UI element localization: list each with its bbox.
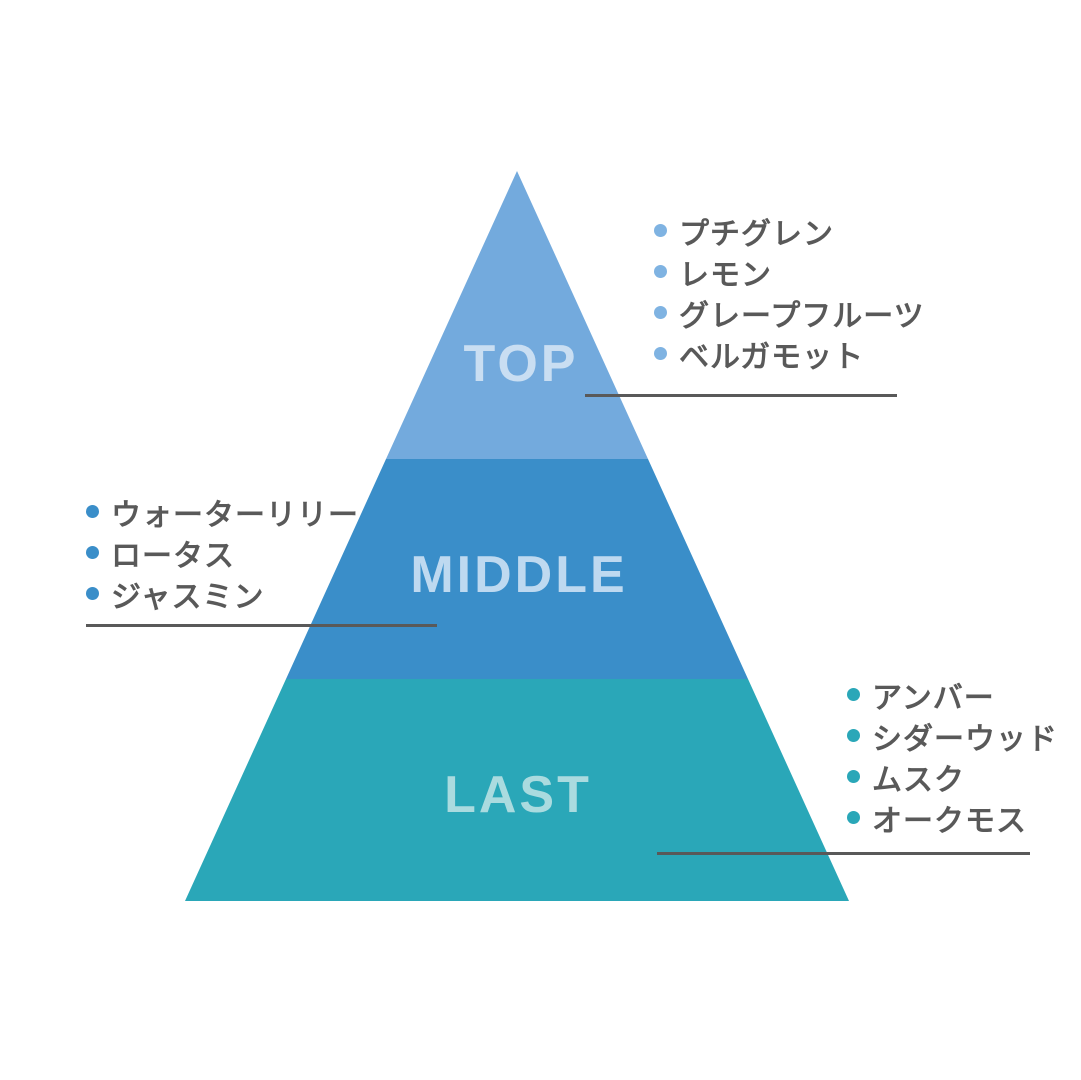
tier-label-middle: MIDDLE (410, 546, 628, 604)
note-label: プチグレン (679, 217, 834, 251)
list-item: ジャスミン (86, 573, 359, 614)
bullet-icon (86, 587, 99, 600)
note-label: アンバー (872, 681, 995, 715)
list-item: オークモス (847, 797, 1058, 838)
list-item: アンバー (847, 674, 1058, 715)
list-item: プチグレン (654, 210, 925, 251)
top-notes-list: プチグレン レモン グレープフルーツ ベルガモット (654, 210, 925, 374)
bullet-icon (86, 546, 99, 559)
list-item: ベルガモット (654, 333, 925, 374)
top-notes-separator-line (585, 394, 897, 397)
list-item: シダーウッド (847, 715, 1058, 756)
tier-label-last: LAST (444, 766, 592, 824)
bullet-icon (654, 306, 667, 319)
pyramid-tier-top-shape (386, 171, 648, 459)
note-label: ジャスミン (111, 580, 265, 614)
list-item: レモン (654, 251, 925, 292)
bullet-icon (86, 505, 99, 518)
pyramid-tier-last-shape (185, 679, 849, 901)
note-label: ウォーターリリー (111, 498, 359, 532)
note-label: オークモス (872, 804, 1027, 838)
last-notes-list: アンバー シダーウッド ムスク オークモス (847, 674, 1058, 838)
list-item: ムスク (847, 756, 1058, 797)
middle-notes-separator-line (86, 624, 437, 627)
list-item: グレープフルーツ (654, 292, 925, 333)
tier-label-top: TOP (463, 335, 579, 393)
note-label: ベルガモット (679, 340, 865, 374)
bullet-icon (847, 811, 860, 824)
bullet-icon (847, 770, 860, 783)
bullet-icon (654, 347, 667, 360)
bullet-icon (847, 688, 860, 701)
bullet-icon (654, 224, 667, 237)
note-label: シダーウッド (872, 722, 1058, 756)
note-label: ムスク (872, 763, 965, 797)
note-label: グレープフルーツ (679, 299, 925, 333)
bullet-icon (654, 265, 667, 278)
list-item: ロータス (86, 532, 359, 573)
note-label: レモン (679, 258, 772, 292)
middle-notes-list: ウォーターリリー ロータス ジャスミン (86, 491, 359, 614)
bullet-icon (847, 729, 860, 742)
note-label: ロータス (111, 539, 235, 573)
list-item: ウォーターリリー (86, 491, 359, 532)
last-notes-separator-line (657, 852, 1030, 855)
